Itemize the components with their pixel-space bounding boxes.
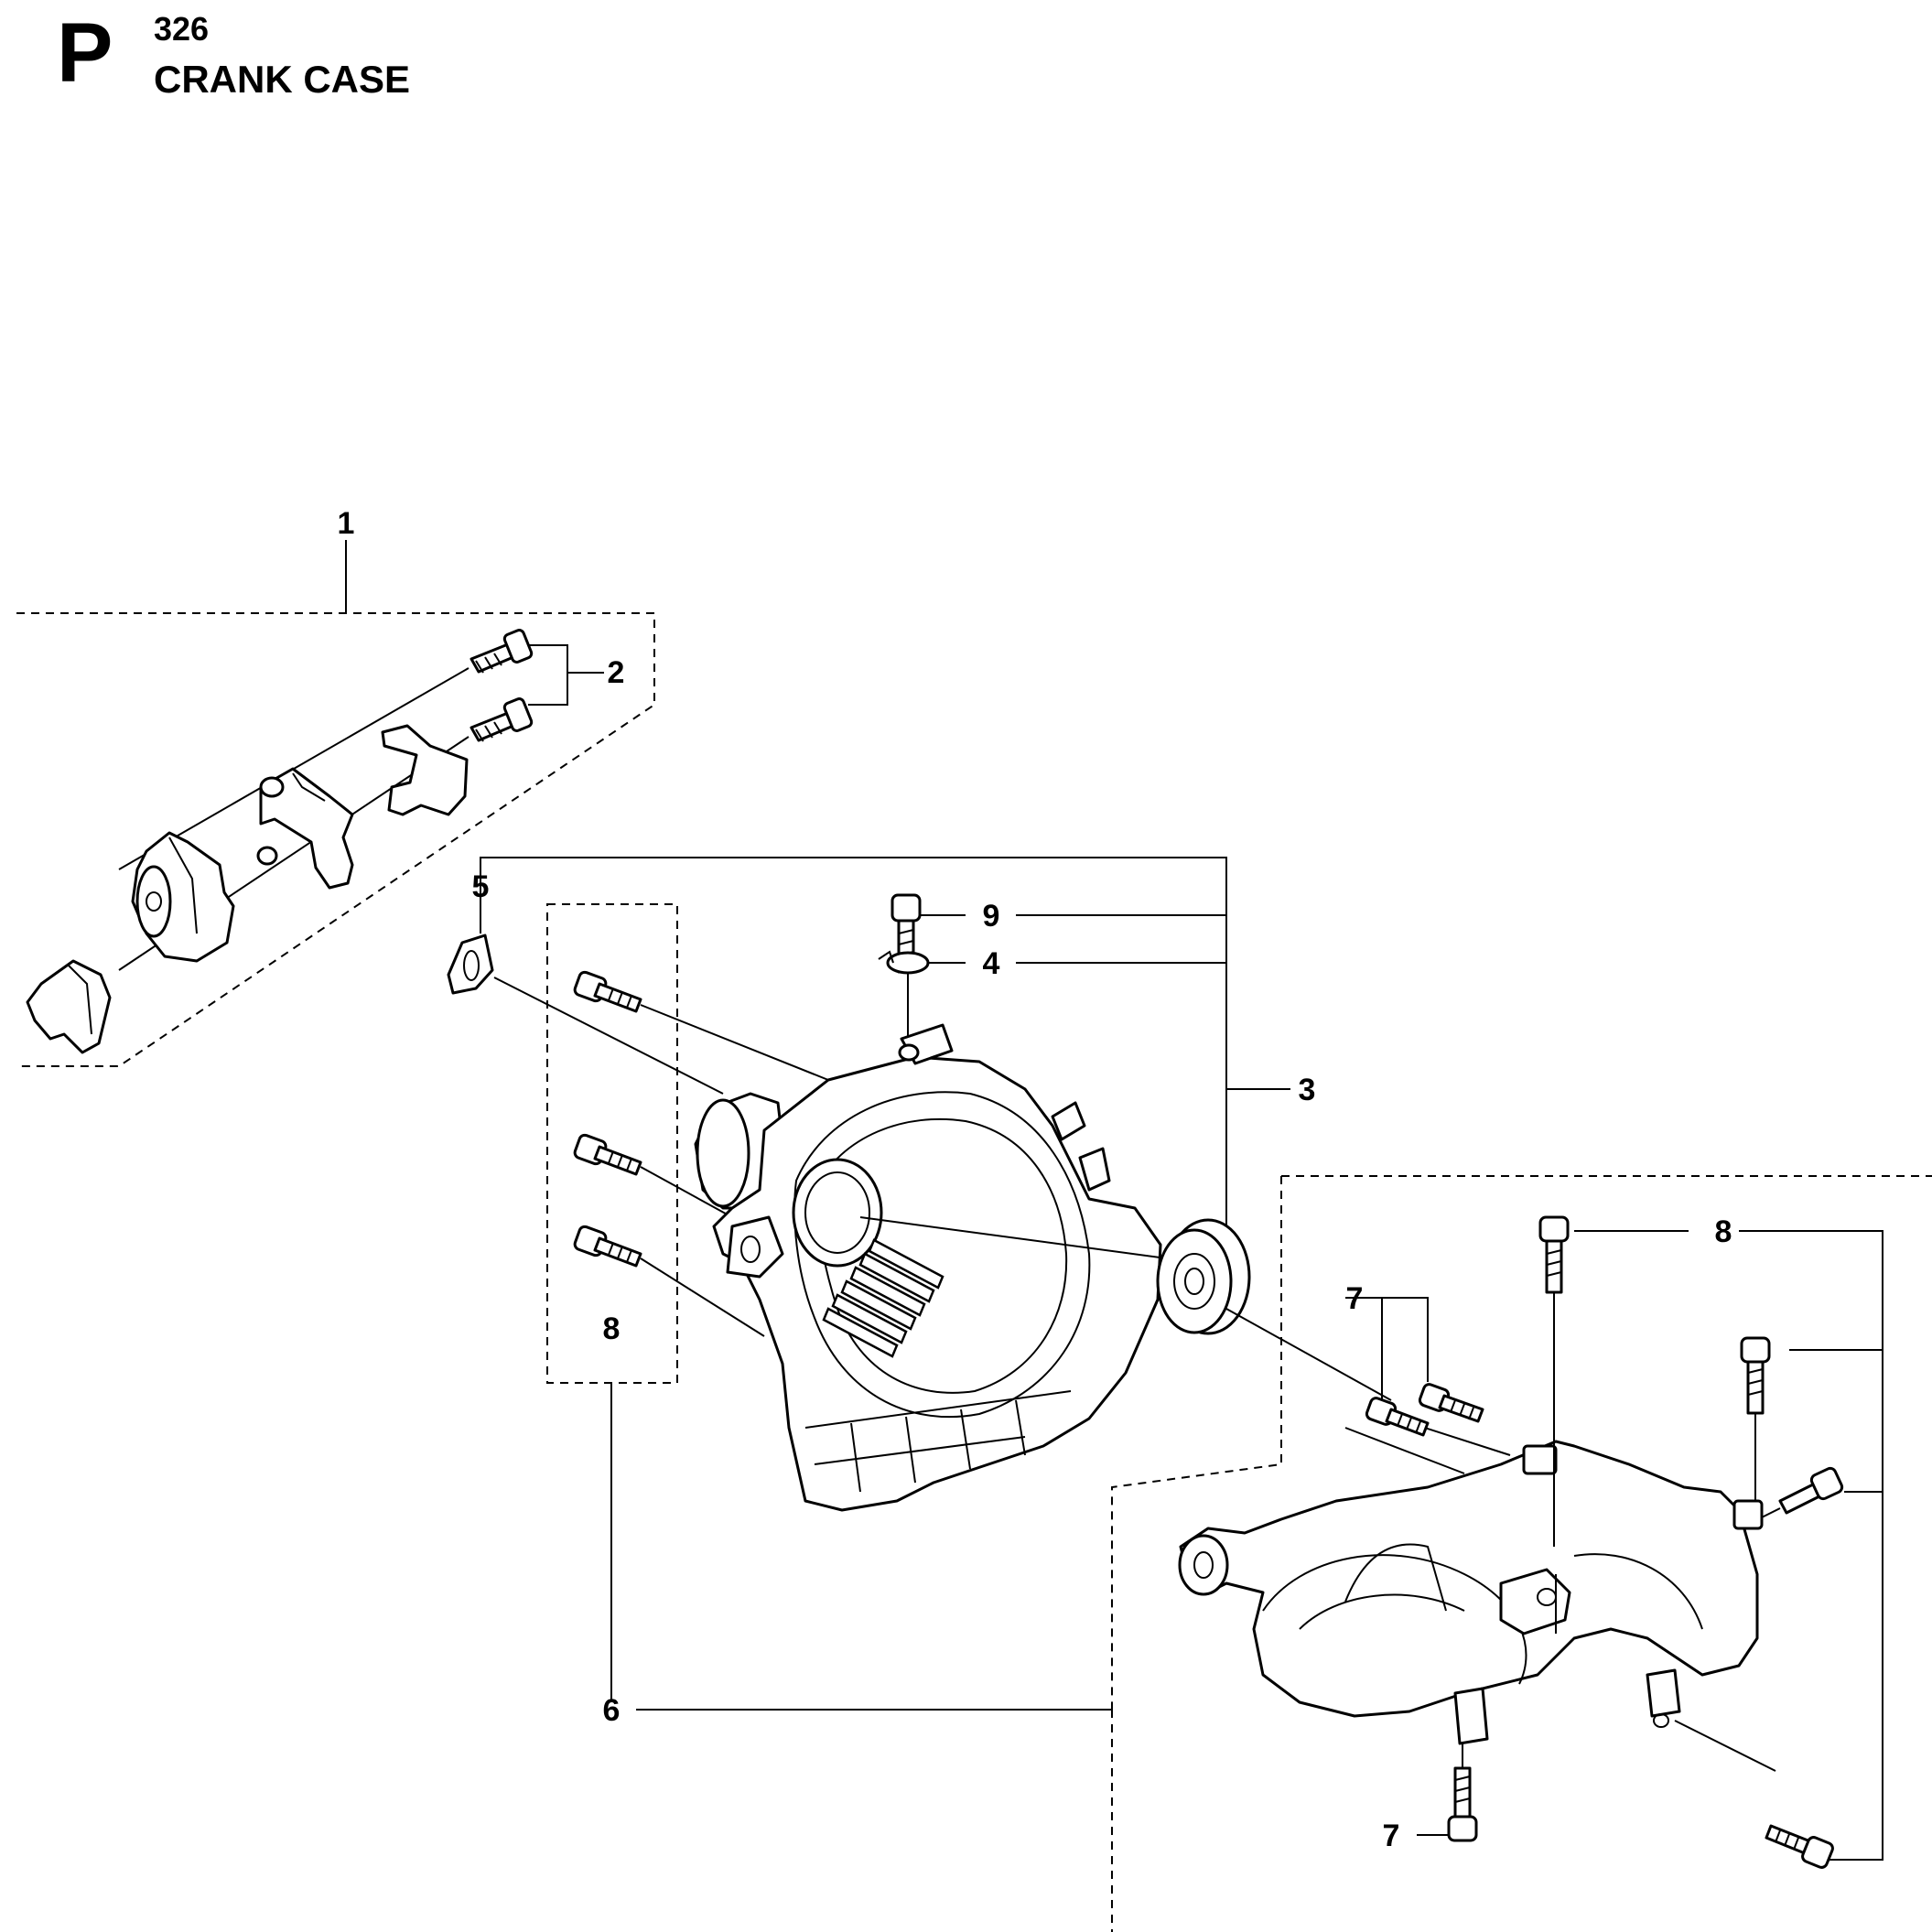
callout-3: 3 [1299, 1073, 1316, 1107]
screw-part-8-bottom-right [1765, 1824, 1834, 1869]
screw-part-2-upper [470, 629, 534, 674]
crankshaft-bearing [1156, 1218, 1392, 1401]
assembly-line [640, 1166, 733, 1218]
screw-part-8-side [1761, 1466, 1844, 1518]
group-right-dashed-outline [1111, 1175, 1932, 1710]
group-1-dashed-outline [16, 612, 655, 1067]
bearing-bore [792, 1158, 883, 1268]
screw-part-8-bottom [573, 1225, 642, 1268]
assembly-line [640, 1257, 765, 1337]
screw-part-7-bottom [1417, 1743, 1478, 1842]
intake-sleeve [131, 831, 235, 963]
cooling-fins [822, 1238, 944, 1358]
page-title: CRANK CASE [154, 58, 411, 101]
screw-part-7-a [1365, 1397, 1430, 1437]
assembly-line [640, 1004, 829, 1081]
page-header: P 326 CRANK CASE [0, 0, 1932, 146]
callout-4: 4 [983, 946, 1000, 981]
callout-1: 1 [338, 506, 355, 541]
callout-2: 2 [608, 655, 625, 690]
clamp-piece-right [381, 724, 469, 816]
callout-9: 9 [983, 899, 1000, 934]
callout-3-bracket [480, 857, 1227, 1318]
end-cap [26, 959, 112, 1054]
clip-part-4 [878, 950, 966, 1052]
callout-7-upper: 7 [1346, 1281, 1364, 1316]
part-group-6-screws [546, 903, 1113, 1932]
clamp-piece-upper [256, 767, 354, 890]
model-number: 326 [154, 10, 210, 48]
callout-8-right: 8 [1715, 1214, 1732, 1249]
callout-6: 6 [603, 1693, 621, 1728]
callout-5: 5 [472, 869, 490, 904]
callout-2-leader [528, 644, 604, 706]
screw-part-8-vertical-short [1740, 1336, 1771, 1501]
part-group-1 [16, 540, 655, 1067]
screw-part-7-b [1418, 1383, 1484, 1423]
section-letter: P [57, 6, 113, 100]
lower-case-body [1179, 1440, 1759, 1718]
callout-7-upper-leader [1355, 1297, 1429, 1405]
gasket-part-5 [447, 901, 724, 1095]
screws-part-7-upper [1345, 1297, 1484, 1437]
crank-case-lower-half [1178, 1413, 1776, 1772]
callout-8-left: 8 [603, 1311, 621, 1346]
screws-part-8-right [1538, 1215, 1883, 1869]
callout-7-lower: 7 [1383, 1819, 1400, 1853]
crank-case-half [694, 1023, 1168, 1512]
screw-part-8-top [573, 970, 642, 1013]
screw-part-8-middle [573, 1133, 642, 1176]
screw-part-2-lower [470, 697, 534, 742]
callout-8-right-bracket [1739, 1230, 1883, 1861]
screw-part-8-vertical-tall [1538, 1215, 1570, 1547]
